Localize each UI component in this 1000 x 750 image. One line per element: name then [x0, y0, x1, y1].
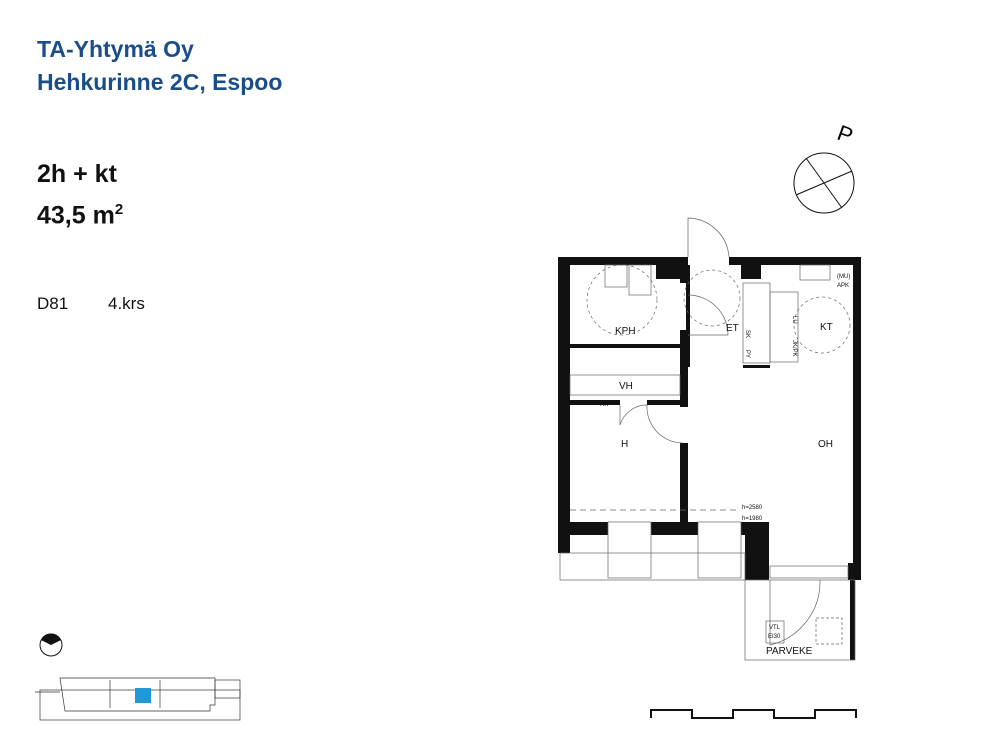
company-name: TA-Yhtymä Oy: [37, 36, 194, 62]
label-lu: LU: [791, 316, 797, 324]
scale-bar: [650, 709, 857, 719]
walls: [558, 257, 861, 660]
room-rk: RK: [600, 402, 608, 408]
label-h1980: h=1980: [742, 516, 763, 522]
north-compass-icon: P: [793, 120, 856, 214]
room-et: ET: [726, 323, 739, 334]
area-value: 43,5 m: [37, 201, 115, 230]
label-apk: APK: [837, 283, 849, 289]
room-oh: OH: [818, 439, 833, 450]
apartment-type: 2h + kt: [37, 160, 117, 188]
label-sk: SK: [744, 330, 750, 338]
room-parveke: PARVEKE: [766, 646, 813, 657]
apartment-highlight: [135, 688, 151, 703]
label-jkpk: JK/PK: [791, 340, 797, 357]
apartment-area: 43,5 m2: [37, 201, 123, 230]
room-kph: KPH: [615, 326, 636, 337]
label-ei30: EI30: [768, 634, 781, 640]
label-h2580: h=2580: [742, 505, 763, 511]
key-plan-compass-icon: [39, 633, 63, 657]
floor-label: 4.krs: [108, 294, 145, 313]
fixtures: [39, 217, 856, 721]
room-vh: VH: [619, 381, 633, 392]
apartment-id: D81: [37, 294, 69, 313]
label-mu: (MU): [837, 274, 850, 280]
room-h: H: [621, 439, 628, 450]
room-kt: KT: [820, 322, 833, 333]
key-plan: [35, 677, 241, 712]
label-py: PY: [744, 350, 750, 358]
compass-label: P: [834, 120, 856, 149]
label-vtl: VTL: [769, 625, 781, 631]
area-unit-sup: 2: [114, 201, 124, 218]
address: Hehkurinne 2C, Espoo: [37, 69, 283, 95]
